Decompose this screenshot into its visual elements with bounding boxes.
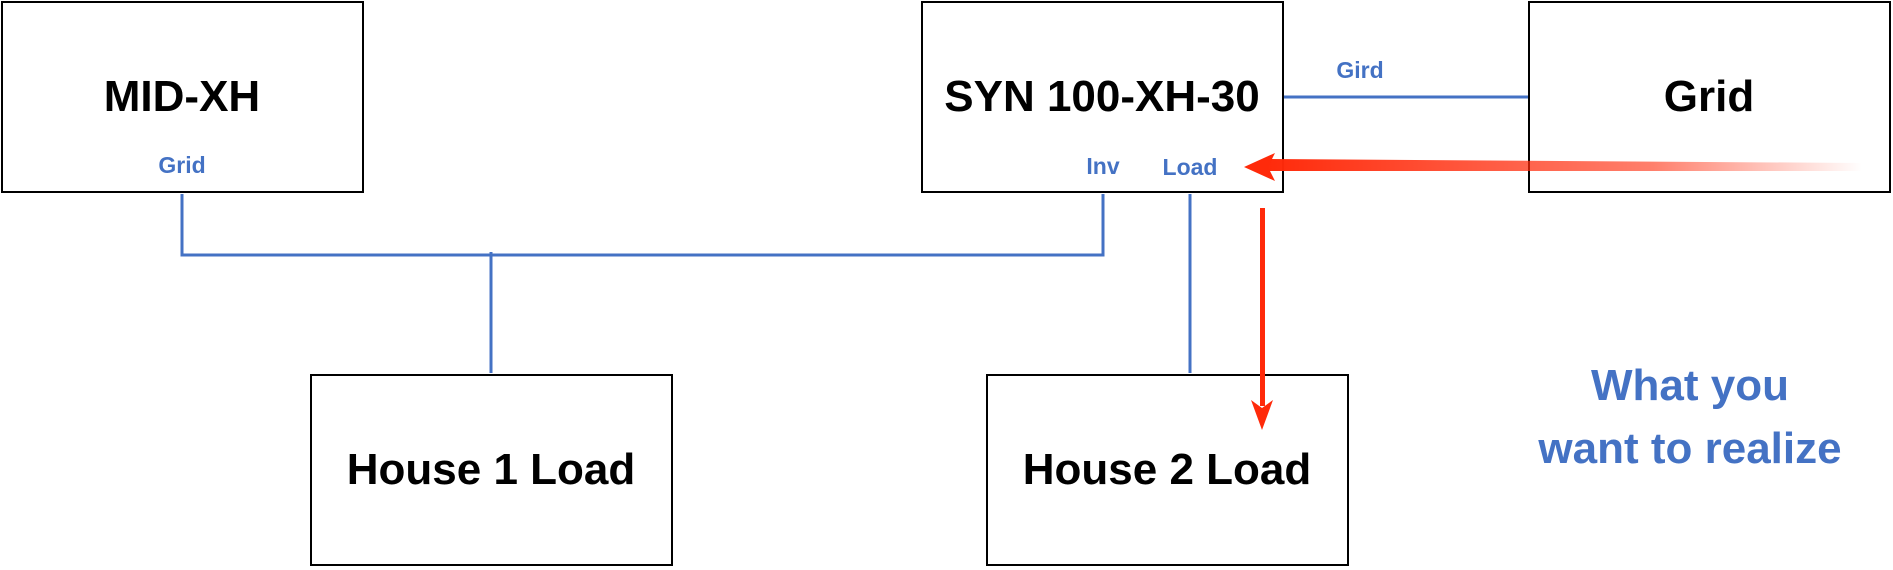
power-flow-arrows xyxy=(1244,153,1862,430)
mid-xh-port-grid: Grid xyxy=(158,152,205,178)
mid-xh-box xyxy=(1,1,364,193)
grid-box xyxy=(1528,1,1891,193)
house1-box xyxy=(310,374,673,566)
node-house2: House 2 Load xyxy=(986,374,1349,566)
syn-port-load: Load xyxy=(1163,154,1218,180)
arrow-grid-to-load xyxy=(1265,159,1862,171)
wire-mid-to-bus xyxy=(180,194,1105,257)
arrow-grid-to-load-head xyxy=(1244,153,1275,181)
caption-line-1: What you xyxy=(1591,361,1789,410)
edge-label-syn-grid: Gird xyxy=(1336,57,1383,83)
node-house1: House 1 Load xyxy=(310,374,673,566)
syn-box xyxy=(921,1,1284,193)
node-grid: Grid xyxy=(1528,1,1891,193)
grid-title: Grid xyxy=(1664,72,1754,121)
house1-title: House 1 Load xyxy=(347,445,636,494)
house2-box xyxy=(986,374,1349,566)
arrow-load-to-house2 xyxy=(1260,208,1265,406)
node-syn: SYN 100-XH-30 Inv Load xyxy=(921,1,1284,193)
caption-line-2: want to realize xyxy=(1537,424,1841,473)
arrow-load-to-house2-head xyxy=(1251,400,1273,430)
caption: What you want to realize xyxy=(1537,361,1841,473)
node-mid-xh: MID-XH Grid xyxy=(1,1,364,193)
mid-xh-title: MID-XH xyxy=(104,72,260,121)
syn-title: SYN 100-XH-30 xyxy=(944,72,1259,121)
wires xyxy=(180,95,1529,373)
house2-title: House 2 Load xyxy=(1023,445,1312,494)
syn-port-inv: Inv xyxy=(1086,153,1119,179)
